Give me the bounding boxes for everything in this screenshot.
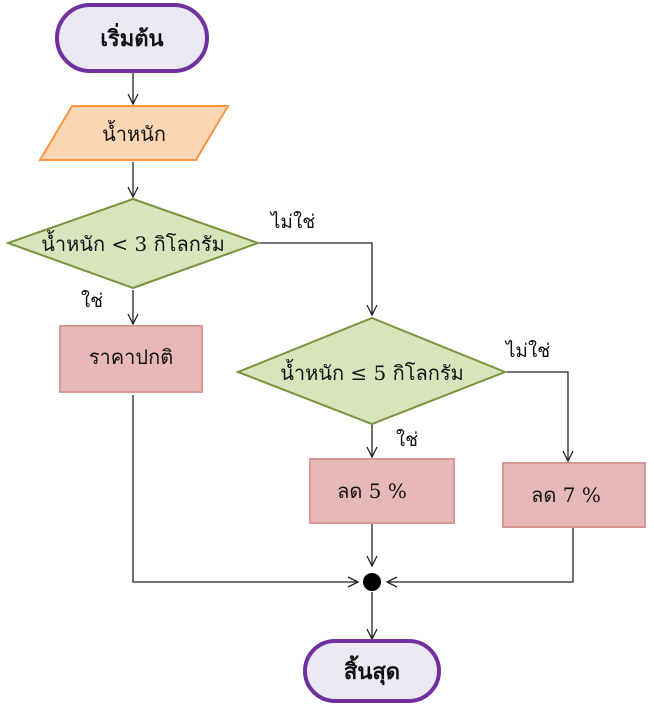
edge-decision2-no bbox=[505, 371, 568, 461]
decision2-yes-label: ใช่ bbox=[396, 429, 418, 451]
discount5-label: ลด 5 % bbox=[337, 479, 407, 503]
connectors bbox=[132, 72, 574, 639]
start-label: เริ่มต้น bbox=[100, 22, 163, 52]
decision2-no-label: ไม่ใช่ bbox=[504, 340, 550, 362]
edge-decision1-no bbox=[258, 242, 372, 315]
normal-price-process: ราคาปกติ bbox=[59, 325, 203, 393]
decision1-label: น้ำหนัก < 3 กิโลกรัม bbox=[41, 230, 225, 256]
edge-normal-price-to-merge bbox=[132, 395, 358, 582]
end-terminal: สิ้นสุด bbox=[303, 639, 441, 703]
decision-weight-lt-3: น้ำหนัก < 3 กิโลกรัม bbox=[5, 197, 261, 290]
discount-5-process: ลด 5 % bbox=[309, 458, 455, 524]
edge-discount7-to-merge bbox=[387, 528, 574, 582]
decision1-yes-label: ใช่ bbox=[81, 290, 103, 312]
merge-point bbox=[363, 573, 381, 591]
decision-weight-le-5: น้ำหนัก ≤ 5 กิโลกรัม bbox=[235, 316, 508, 426]
input-label: น้ำหนัก bbox=[102, 120, 166, 146]
discount-7-process: ลด 7 % bbox=[502, 462, 646, 528]
decision1-no-label: ไม่ใช่ bbox=[269, 211, 315, 233]
input-node: น้ำหนัก bbox=[38, 105, 230, 161]
decision2-label: น้ำหนัก ≤ 5 กิโลกรัม bbox=[280, 359, 464, 385]
start-terminal: เริ่มต้น bbox=[55, 3, 209, 73]
end-label: สิ้นสุด bbox=[344, 655, 400, 686]
normal-price-label: ราคาปกติ bbox=[89, 345, 173, 369]
discount7-label: ลด 7 % bbox=[531, 483, 601, 507]
